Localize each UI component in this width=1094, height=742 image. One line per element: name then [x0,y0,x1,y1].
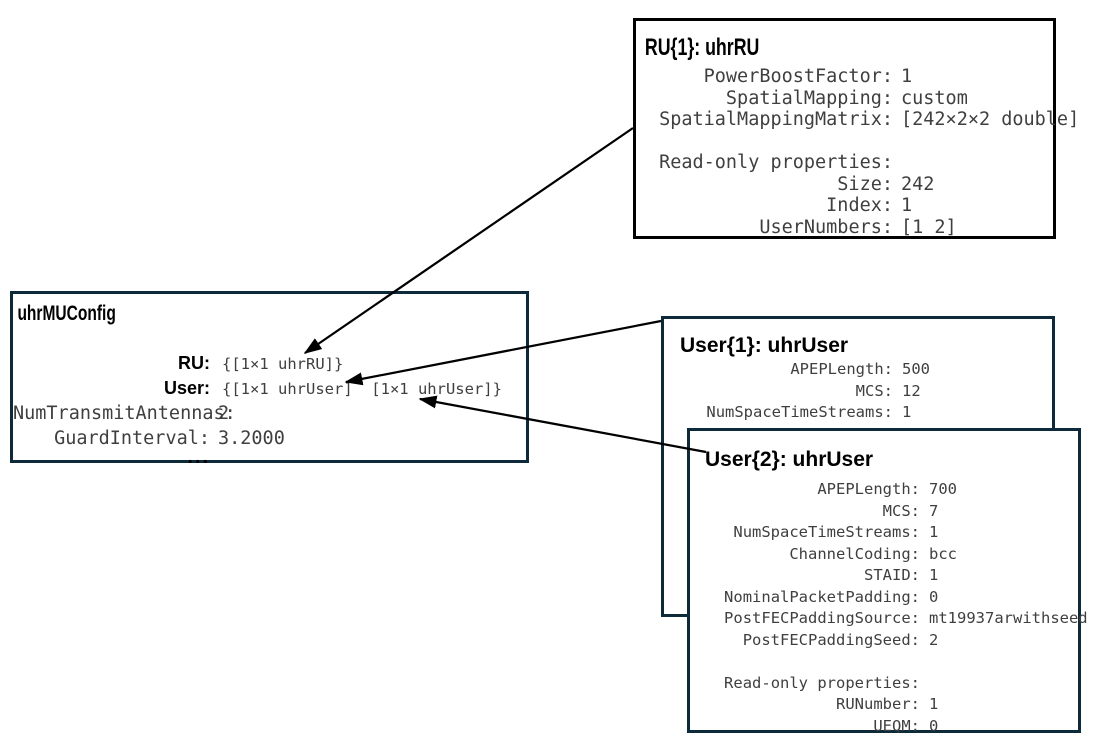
property-line: ChannelCoding: bcc [690,544,1078,566]
property-line: NumTransmitAntennas:2 [13,401,526,426]
property-label: GuardInterval: [54,428,210,449]
property-label: ChannelCoding: [789,544,920,563]
ellipsis-line: ... [13,446,526,469]
property-line: Read-only properties: [690,673,1078,695]
property-line: MCS: 7 [690,501,1078,523]
property-line: Read-only properties: [636,152,1053,174]
property-line: APEPLength: 500 [664,359,1052,381]
property-label: UEQM: [873,716,920,735]
property-value: 2 [929,630,939,649]
property-label: Size: [837,173,893,195]
property-line: UserNumbers: [1 2] [636,217,1053,239]
muconfig-box: uhrMUConfig RU: {[1×1 uhrRU]} User: {[1×1 u… [10,291,529,467]
property-label: APEPLength: [817,480,920,498]
property-line: GuardInterval: 3.2000 [13,426,526,451]
property-line: User: {[1×1 uhrUser] [1×1 uhrUser]} [13,376,526,401]
property-label: NumSpaceTimeStreams: [706,403,893,421]
property-value: mt19937arwithseed [929,609,1088,627]
property-line: SpatialMapping: custom [636,88,1053,110]
property-line: STAID: 1 [690,565,1078,587]
property-line: RU: {[1×1 uhrRU]} [13,351,526,376]
property-value: 7 [929,501,939,520]
property-label: NominalPacketPadding: [724,587,920,606]
property-line: NumSpaceTimeStreams: 1 [690,522,1078,544]
property-label: SpatialMappingMatrix: [659,109,893,130]
property-label: User: [163,378,210,398]
property-value: custom [901,87,968,109]
property-value: 1 [929,566,939,584]
property-value: 12 [902,381,921,400]
property-line: NumSpaceTimeStreams: 1 [664,402,1052,424]
property-line: PostFECPaddingSource: mt19937arwithseed [690,608,1088,630]
property-line: NominalPacketPadding: 0 [690,587,1078,609]
property-value: 1 [902,403,912,421]
property-label: PostFECPaddingSource: [724,609,920,627]
property-value: 2 [218,403,230,424]
property-label: RU: [178,353,210,373]
property-line: SpatialMappingMatrix: [242×2×2 double] [636,109,1079,131]
muconfig-box-title: uhrMUConfig [17,302,116,325]
property-label: UserNumbers: [759,216,893,238]
property-line: UEQM: 0 [690,716,1078,738]
property-label: PowerBoostFactor: [703,66,893,87]
property-value: 500 [902,360,930,378]
property-value: 242 [901,173,935,195]
user2-box-title: User{2}: uhrUser [705,448,874,471]
property-line: MCS: 12 [664,381,1052,403]
property-value: 1 [929,695,939,713]
property-value: 0 [929,716,939,735]
property-label: MCS: [855,381,893,400]
ellipsis-text: ... [187,446,210,468]
property-line: RUNumber: 1 [690,694,1078,716]
property-value: 1 [901,195,913,216]
property-label: NumTransmitAntennas: [13,403,236,424]
property-label: Read-only properties: [659,152,893,173]
property-value: {[1×1 uhrUser] [1×1 uhrUser]} [222,380,502,398]
property-value: [242×2×2 double] [901,109,1080,130]
property-line: PostFECPaddingSeed: 2 [690,630,1078,652]
property-line: PowerBoostFactor: 1 [636,66,1053,88]
property-label: NumSpaceTimeStreams: [733,523,920,541]
property-value: {[1×1 uhrRU]} [222,355,344,373]
user1-box-title: User{1}: uhrUser [680,334,849,357]
property-label: Read-only properties: [724,673,920,692]
property-value: bcc [929,544,957,563]
property-value: 700 [929,480,957,498]
property-line-blank [636,131,1053,153]
property-value: 3.2000 [218,428,285,449]
property-label: STAID: [864,566,920,584]
property-value: 1 [901,66,913,87]
ru1-box-title: RU{1}: uhrRU [644,34,760,61]
property-label: APEPLength: [790,360,893,378]
property-line: Size: 242 [636,174,1053,196]
muconfig-properties: RU: {[1×1 uhrRU]} User: {[1×1 uhrUser] [1×1… [13,351,526,469]
property-label: RUNumber: [836,695,920,713]
property-value: 1 [929,523,939,541]
property-label: SpatialMapping: [725,87,893,109]
property-line: APEPLength: 700 [690,479,1078,501]
property-label: MCS: [882,501,920,520]
property-value: [1 2] [901,216,957,238]
property-line-blank [690,651,1078,673]
property-value: 0 [929,587,939,606]
property-label: PostFECPaddingSeed: [742,630,920,649]
property-line: Index: 1 [636,195,1053,217]
property-label: Index: [826,195,893,216]
